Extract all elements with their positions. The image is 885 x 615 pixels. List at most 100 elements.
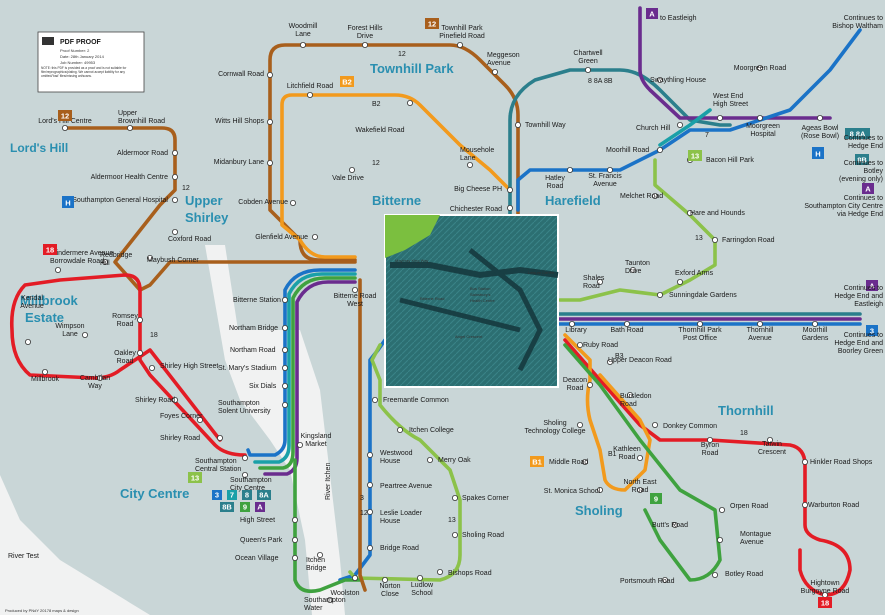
station-upper-deacon-road-line: Upper Deacon Road bbox=[608, 357, 672, 364]
stop-leslie-loader bbox=[366, 508, 373, 515]
station-peartree-avenue: Peartree Avenue bbox=[380, 483, 432, 490]
station-thornhill-avenue-line: Thornhill bbox=[747, 327, 774, 334]
area-thornhill: Thornhill bbox=[718, 403, 774, 418]
station-botley-road-line: Botley Road bbox=[725, 571, 763, 578]
line-label-l18-b: 18 bbox=[740, 430, 748, 437]
route-lines bbox=[9, 6, 862, 597]
station-maybush-corner-line: Maybush Corner bbox=[147, 257, 199, 264]
proof-small-print: NOTE: this PDF is provided as a proof an… bbox=[41, 66, 127, 78]
stop-hinkler-road-shops bbox=[802, 458, 809, 465]
stop-woolston bbox=[351, 575, 358, 582]
station-upper-brownhill-line: Upper bbox=[118, 110, 138, 117]
stop-maybush-corner bbox=[146, 254, 153, 261]
station-thornhill-avenue-line: Avenue bbox=[748, 335, 772, 342]
station-glenfield-avenue-line: Glenfield Avenue bbox=[255, 234, 308, 241]
stop-city-centre-stop bbox=[241, 471, 248, 478]
station-queens-park: Queen's Park bbox=[240, 537, 283, 544]
stop-shirley-high-street bbox=[148, 364, 155, 371]
station-central-station-line: Central Station bbox=[195, 466, 241, 473]
badge-bg bbox=[530, 456, 544, 467]
station-itchen-college-line: Itchen College bbox=[409, 427, 454, 434]
station-six-dials-line: Six Dials bbox=[249, 383, 277, 390]
station-thornhill-park-po-line: Post Office bbox=[683, 335, 717, 342]
station-hare-and-hounds: Hare and Hounds bbox=[690, 210, 745, 217]
stop-west-end-high-street bbox=[717, 115, 724, 122]
stop-itchen-college bbox=[396, 426, 403, 433]
stop-sunningdale bbox=[657, 291, 664, 298]
stop-woodmill-lane bbox=[299, 42, 306, 49]
station-bridge-road: Bridge Road bbox=[380, 545, 419, 552]
station-windermere-line: Windermere Avenue bbox=[50, 250, 113, 257]
continues-southampton-city-centre-line: Southampton City Centre bbox=[804, 203, 883, 210]
station-wakefield-road: Wakefield Road bbox=[355, 127, 404, 134]
station-deacon-road-line: Road bbox=[567, 385, 584, 392]
stop-redbridge-hill bbox=[102, 258, 109, 265]
station-lords-hill-centre: Lord's Hill Centre bbox=[38, 118, 92, 125]
inset-label-angel: Angel Crescent bbox=[455, 334, 483, 339]
area-upper-shirley-1: Upper bbox=[185, 193, 223, 208]
proof-title: PDF PROOF bbox=[60, 39, 102, 46]
station-taunton-drive-line: Taunton bbox=[625, 260, 650, 267]
station-butts-road: Butt's Road bbox=[652, 522, 688, 529]
station-aldermoor-road-line: Aldermoor Road bbox=[117, 150, 168, 157]
stop-bursledon-road bbox=[627, 391, 634, 398]
stop-southampton-water bbox=[326, 597, 333, 604]
stop-kingsland-market bbox=[296, 441, 303, 448]
stop-shales-road bbox=[597, 278, 604, 285]
badge-bg bbox=[62, 196, 74, 208]
station-library-line: Library bbox=[565, 327, 587, 334]
area-labels: Lord's Hill Upper Shirley Townhill Park … bbox=[8, 61, 774, 560]
badge-r18: 18 bbox=[43, 244, 57, 255]
stop-swaythling-house bbox=[657, 77, 664, 84]
inset-small-bus: Bus Station bbox=[470, 286, 490, 291]
station-ludlow-school-line: School bbox=[411, 590, 433, 597]
inset-small-health: Health Centre bbox=[470, 298, 495, 303]
area-upper-shirley-2: Shirley bbox=[185, 210, 229, 225]
station-byron-road-line: Road bbox=[702, 450, 719, 457]
station-wimpson-lane-line: Wimpson bbox=[55, 323, 84, 330]
station-kathleen-road-line: Kathleen bbox=[613, 446, 641, 453]
stop-cambrian-way bbox=[97, 374, 104, 381]
station-big-cheese-ph-line: Big Cheese PH bbox=[454, 186, 502, 193]
badge-label: 9 bbox=[654, 495, 658, 504]
stop-deacon-road bbox=[587, 381, 594, 388]
station-taunton-drive-line: Drive bbox=[625, 268, 641, 275]
badge-bg bbox=[812, 147, 824, 159]
station-moorgreen-hospital-line: Hospital bbox=[750, 131, 776, 138]
stop-southampton-general bbox=[171, 196, 178, 203]
stop-kathleen-road bbox=[637, 454, 644, 461]
badge-bg bbox=[240, 502, 250, 512]
badge-label: H bbox=[65, 199, 70, 208]
line-label-l3: 3 bbox=[360, 495, 364, 502]
station-merry-oak-line: Merry Oak bbox=[438, 457, 471, 464]
station-melchet-road: Melchet Road bbox=[620, 193, 663, 200]
station-kendal-avenue-line: Kendal bbox=[21, 295, 43, 302]
stop-thornhill-park-po bbox=[697, 320, 704, 327]
badge-rA-cont: A bbox=[866, 280, 878, 291]
station-hightown-line: Hightown bbox=[810, 580, 839, 587]
station-cambrian-way-line: Cambrian bbox=[80, 375, 110, 382]
station-cambrian-way-line: Way bbox=[88, 383, 102, 390]
station-norton-close-line: Close bbox=[381, 591, 399, 598]
station-northam-road: Northam Road bbox=[230, 347, 276, 354]
stop-bitterne-road-west bbox=[351, 286, 358, 293]
station-donkey-common-line: Donkey Common bbox=[663, 423, 717, 430]
badge-r12-top: 12 bbox=[425, 18, 439, 29]
station-warburton-road: Warburton Road bbox=[808, 502, 859, 509]
station-st-marys-stadium: St. Mary's Stadium bbox=[218, 365, 277, 372]
stop-north-east-road bbox=[637, 486, 644, 493]
station-church-hill: Church Hill bbox=[636, 125, 671, 132]
badge-bg bbox=[212, 490, 222, 500]
station-moorgreen-hospital-line: Moorgreen bbox=[746, 123, 780, 130]
stop-shirley-road bbox=[171, 396, 178, 403]
